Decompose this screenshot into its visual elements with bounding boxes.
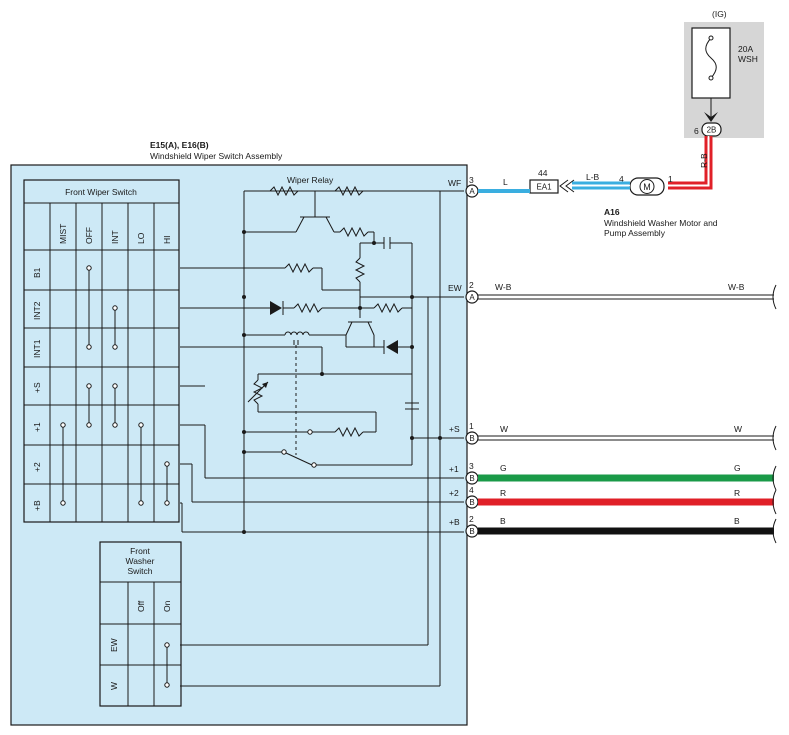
svg-text:EA1: EA1 [536,183,552,192]
wiper-relay-circuit [180,185,440,532]
assembly-name: Windshield Wiper Switch Assembly [150,151,283,161]
wire-label-w-b-end: W-B [728,282,745,292]
wire-label-w: W [500,424,508,434]
svg-text:+S: +S [449,424,460,434]
svg-text:EW: EW [448,283,462,293]
wire-r-b [668,136,713,190]
pos-int: INT [110,230,120,244]
wire-label-r-b: R-B [699,153,709,168]
term-plus-b: +B [32,500,42,511]
svg-text:2: 2 [469,514,474,524]
pos-hi: HI [162,236,172,245]
connector-arrow-icon [704,112,718,122]
washer-title-1: Front [130,546,150,556]
fuse-icon [705,37,717,79]
connector-pin-6: 6 [694,126,699,136]
fuse-rating: 20A [738,44,753,54]
svg-text:A: A [469,293,475,302]
svg-text:2B: 2B [707,126,717,135]
wire-label-w-b: W-B [495,282,512,292]
wire-label-r: R [500,488,506,498]
motor-icon [639,179,655,194]
washer-pos-off: Off [136,600,146,612]
svg-text:B: B [469,527,474,536]
term-plus-s: +S [32,382,42,393]
wire-label-b-end: B [734,516,740,526]
connector-chevron-icon [559,179,575,193]
ig-label: (IG) [712,9,727,19]
wire-label-g: G [500,463,507,473]
fuse-name: WSH [738,54,758,64]
terminal-wf: WF 3 A [448,175,479,198]
svg-text:1: 1 [469,421,474,431]
wire-w [478,425,777,451]
term-int2: INT2 [32,301,42,320]
svg-text:3: 3 [469,461,474,471]
term-plus-1: +1 [32,422,42,432]
front-wiper-switch [23,179,180,523]
wiper-switch-links [60,265,170,506]
wire-b [478,518,777,544]
svg-text:+2: +2 [449,488,459,498]
motor-id: A16 [604,207,620,217]
motor-name-line2: Pump Assembly [604,228,666,238]
motor-pin-1: 1 [668,174,673,184]
assembly-connector-ids: E15(A), E16(B) [150,140,209,150]
terminal-plus-2: +2 4 B [449,485,479,509]
wire-label-l-b: L-B [586,172,600,182]
pos-mist: MIST [58,224,68,244]
wire-w-b [478,284,777,310]
terminal-plus-s: +S 1 B [449,421,479,445]
wire-label-l: L [503,177,508,187]
svg-text:2: 2 [469,280,474,290]
junction-ea1 [529,179,559,194]
internal-wiring [180,190,464,687]
term-int1: INT1 [32,339,42,358]
wire-label-g-end: G [734,463,741,473]
svg-text:B: B [469,474,474,483]
terminal-plus-b: +B 2 B [449,514,479,538]
terminal-plus-1: +1 3 B [449,461,479,485]
wiper-relay-title: Wiper Relay [287,175,334,185]
terminal-ew: EW 2 A [448,280,479,304]
motor-name-line1: Windshield Washer Motor and [604,218,718,228]
washer-term-ew: EW [109,638,119,652]
front-washer-switch [99,541,182,707]
wire-label-b: B [500,516,506,526]
svg-text:+B: +B [449,517,460,527]
svg-text:B: B [469,434,474,443]
pos-lo: LO [136,232,146,244]
washer-title-2: Washer [126,556,155,566]
wire-g [478,465,777,491]
wire-l-b [572,181,630,190]
washer-pos-on: On [162,600,172,612]
wire-label-r-end: R [734,488,740,498]
wire-label-w-end: W [734,424,742,434]
svg-text:WF: WF [448,178,461,188]
wire-r [478,489,777,515]
svg-text:B: B [469,498,474,507]
motor-pin-4: 4 [619,174,624,184]
svg-text:3: 3 [469,175,474,185]
svg-text:+1: +1 [449,464,459,474]
svg-text:M: M [643,182,651,192]
svg-text:A: A [469,187,475,196]
washer-title-3: Switch [127,566,152,576]
washer-term-w: W [109,682,119,690]
wiper-switch-title: Front Wiper Switch [65,187,137,197]
junction-number: 44 [538,168,548,178]
term-plus-2: +2 [32,462,42,472]
pos-off: OFF [84,227,94,244]
term-b1: B1 [32,267,42,278]
svg-text:4: 4 [469,485,474,495]
